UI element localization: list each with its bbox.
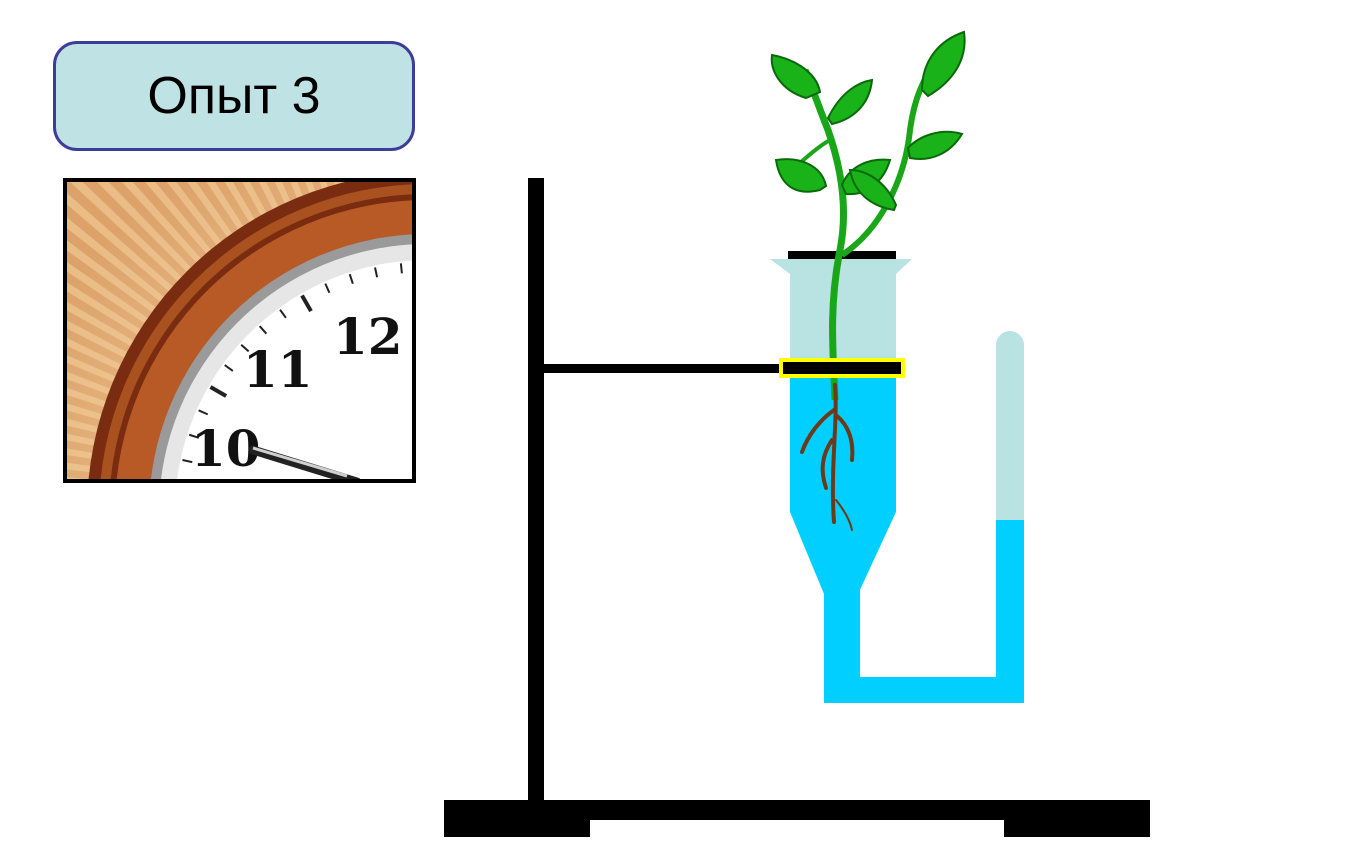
root [800,408,836,454]
numeral-11: 11 [243,340,313,399]
clamp-ring-core [783,362,901,374]
clock-tick [279,309,287,319]
clock-tick [198,409,209,416]
leaf [906,130,964,160]
clock-tick [399,263,403,274]
clock-tick [188,433,200,439]
clock-illustration: 12 11 10 [67,182,412,479]
leaf [774,158,828,193]
u-tube-right-water [996,520,1024,703]
numeral-12: 12 [333,307,403,366]
clock-tick [324,283,331,294]
clock-tick [348,273,354,285]
experiment-title: Опыт 3 [147,67,321,125]
plant-leaves [770,30,966,212]
u-tube-right-glass [996,331,1024,520]
clock-tick [374,267,379,278]
stand-base-left-foot [444,800,590,837]
clock-tick [209,385,228,398]
clock-face [177,260,412,479]
clock-tick [182,459,193,464]
stand-rod [528,178,544,808]
tube-upper-glass [770,259,912,370]
clamp-arm [542,364,782,373]
plant-roots [800,383,855,531]
leaf [770,53,822,100]
clock-hand-highlight [252,446,348,478]
leaf [848,168,898,212]
u-tube-bottom [824,677,1024,703]
root [835,499,853,531]
clock-ticks [182,263,403,464]
leaf [920,30,966,98]
experiment-title-badge: Опыт 3 [53,41,415,151]
clock-hand [248,445,361,479]
stand-base [444,800,1150,820]
root [830,383,838,524]
tube-water [790,370,896,594]
clock-tick [224,364,234,372]
clock-icon: 12 11 10 [63,178,416,483]
root [820,438,834,490]
clock-tick [240,343,250,353]
plant-stem [801,68,848,401]
clock-tick [300,294,313,313]
sunburst-ray [67,477,87,479]
stand-base-right-foot [1004,800,1150,837]
root [834,413,855,462]
clock-tick [258,325,268,335]
leaf [826,78,874,126]
